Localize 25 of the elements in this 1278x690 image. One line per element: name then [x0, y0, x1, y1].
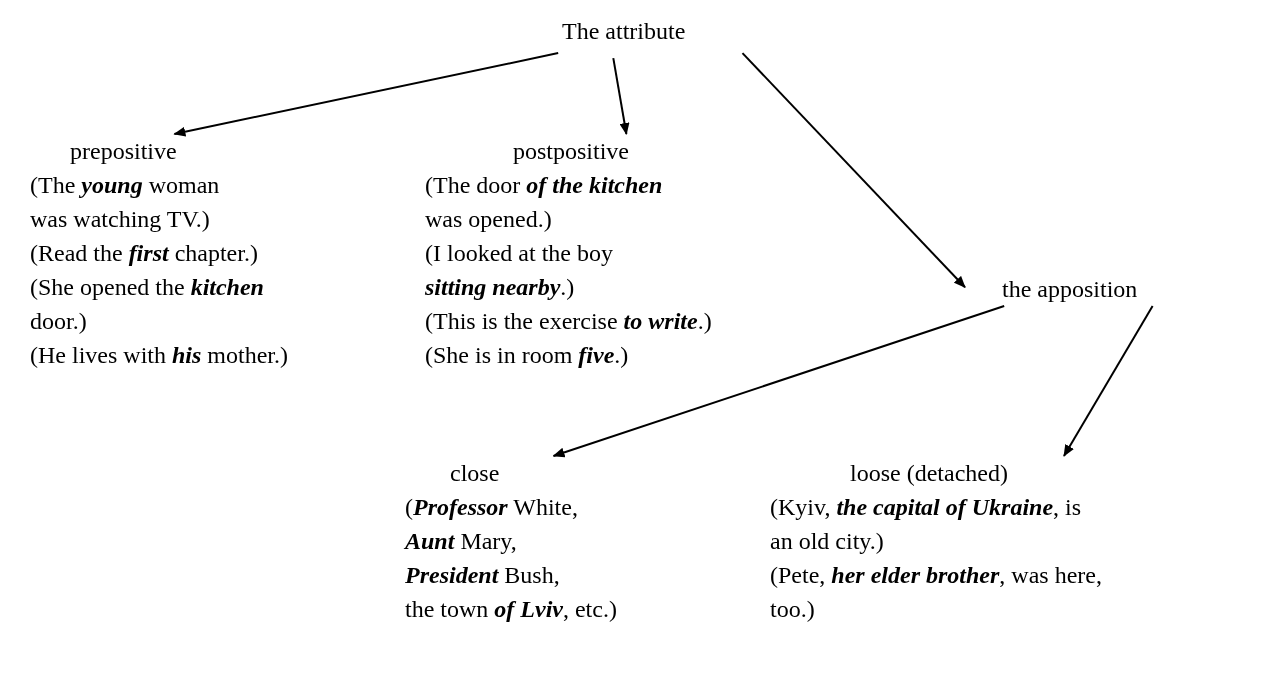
arrow — [173, 52, 560, 137]
example-sentence: (I looked at the boy sitting nearby.) — [425, 239, 614, 302]
example-sentence: (Kyiv, the capital of Ukraine, is an old city.) — [770, 493, 1083, 556]
example-sentence: President Bush, — [405, 561, 560, 590]
example-sentence: (She opened the kitchen door.) — [30, 273, 265, 336]
node-heading: loose (detached) — [849, 459, 1008, 488]
example-sentence: (Read the first chapter.) — [30, 239, 258, 268]
node-heading: postpositive — [512, 137, 629, 166]
node-heading: The attribute — [562, 17, 686, 46]
arrow — [741, 52, 966, 289]
example-sentence: the town of Lviv, etc.) — [405, 595, 617, 624]
example-sentence: Aunt Mary, — [405, 527, 517, 556]
example-sentence: (The young woman was watching TV.) — [30, 171, 221, 234]
node-heading: prepositive — [69, 137, 177, 166]
example-sentence: (This is the exercise to write.) — [425, 307, 712, 336]
example-sentence: (Professor White, — [405, 493, 578, 522]
arrow — [612, 57, 630, 135]
example-sentence: (He lives with his mother.) — [30, 341, 288, 370]
node-heading: close — [449, 459, 500, 488]
arrow — [552, 305, 1006, 458]
example-sentence: (She is in room five.) — [425, 341, 629, 370]
node-heading: the apposition — [1001, 275, 1138, 304]
arrow — [1063, 305, 1154, 457]
example-sentence: (Pete, her elder brother, was here, too.) — [770, 561, 1103, 624]
example-sentence: (The door of the kitchen was opened.) — [425, 171, 664, 234]
